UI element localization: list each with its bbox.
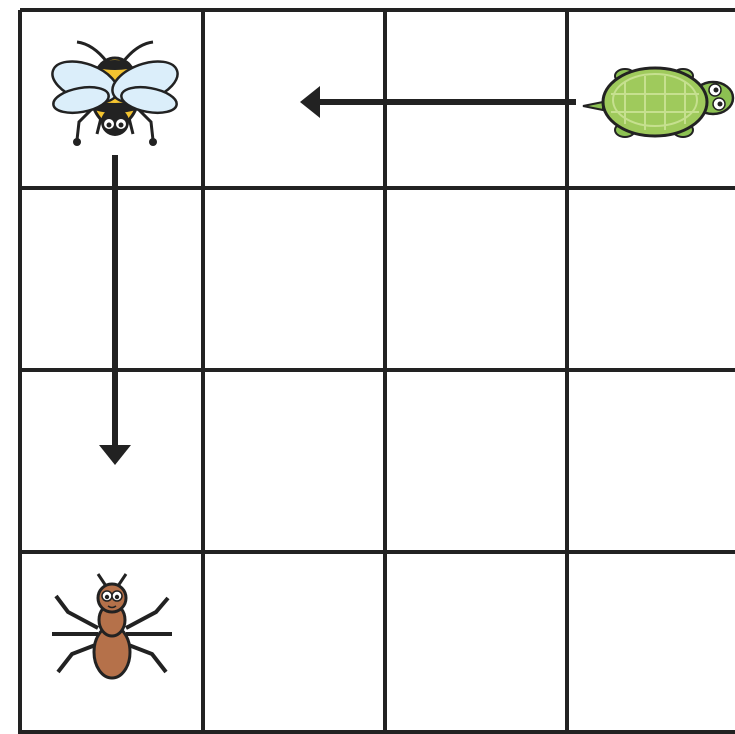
arrow-bee-down — [99, 155, 131, 465]
arrow-turtle-left — [300, 86, 576, 118]
turtle-icon — [582, 66, 735, 138]
grid-lines — [18, 8, 735, 734]
ant-icon — [52, 573, 172, 680]
bee-icon — [51, 40, 179, 146]
